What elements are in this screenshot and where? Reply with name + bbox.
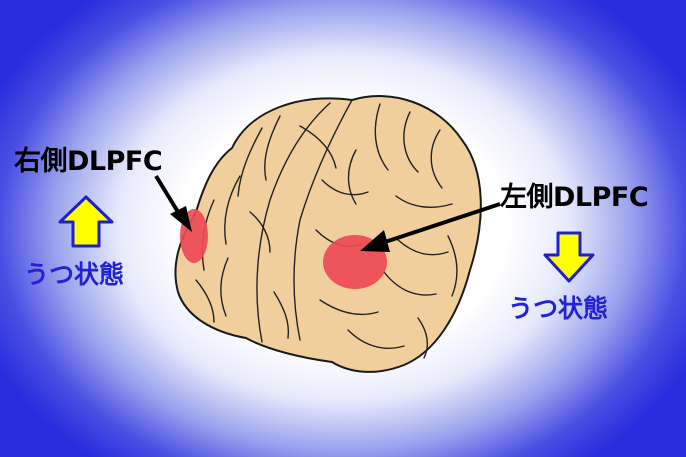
right-dlpfc-label: 右側DLPFC [14,146,163,177]
arrow-down-icon [543,231,595,283]
arrow-up-icon [58,195,114,248]
right-depression-state-label: うつ状態 [508,294,609,323]
left-depression-state-label: うつ状態 [24,260,125,289]
left-dlpfc-label: 左側DLPFC [500,182,649,213]
pointer-arrow-left-dlpfc [360,202,501,252]
brain-shape [174,95,482,373]
brain-folds [195,99,458,359]
pointer-arrow-right-dlpfc [154,174,192,232]
